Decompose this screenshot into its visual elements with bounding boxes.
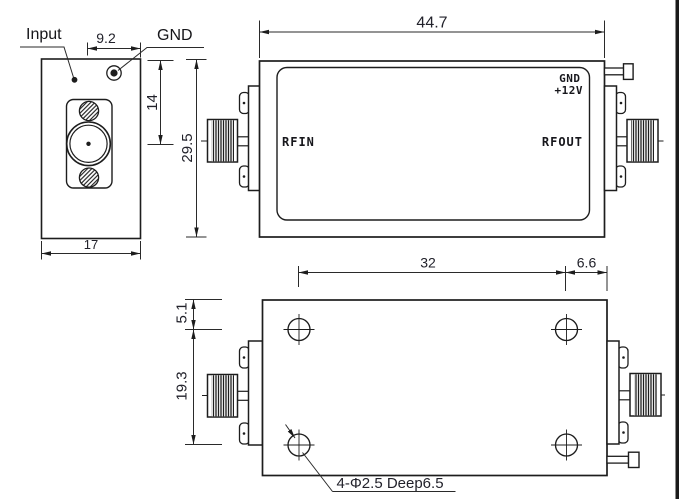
thread-hatch: [631, 120, 654, 162]
page-right-border: [675, 0, 679, 499]
connector-neck: [236, 136, 250, 147]
input-leader: [20, 46, 75, 80]
gnd-pin-hole: [106, 65, 122, 81]
pin-shaft: [606, 455, 630, 464]
mounting-hole: [283, 314, 315, 345]
sma-connector-left-bottom: [202, 340, 264, 446]
flange-screw-top: [78, 100, 100, 122]
front-view: 44.7 RFIN RFOUT GND +12V: [201, 15, 664, 238]
connector-neck: [236, 390, 250, 401]
connector-flange: [603, 85, 618, 192]
pin-cap: [627, 451, 640, 469]
pin-cap: [622, 63, 634, 81]
rfin-label: RFIN: [282, 135, 315, 149]
dim-body-length: 44.7: [259, 15, 605, 58]
sma-connector-right: [603, 85, 664, 192]
panel-12v-label: +12V: [555, 84, 584, 97]
dim-hole-span-x: 32 6.6: [298, 255, 608, 291]
thread-hatch: [634, 374, 657, 416]
bottom-view: 32 6.6 5.1 19.3: [174, 255, 665, 492]
hole-note-label: 4-Φ2.5 Deep6.5: [337, 475, 444, 492]
dim-side-width: 17: [41, 237, 141, 260]
dim-44-7-label: 44.7: [416, 15, 447, 32]
dim-5-1-label: 5.1: [174, 303, 191, 324]
rfout-label: RFOUT: [542, 135, 583, 149]
dim-17-label: 17: [84, 237, 98, 252]
feedthrough-pin-bottom: [606, 451, 640, 469]
input-leader-dot: [71, 76, 78, 83]
dim-connector-offset: 9.2: [87, 30, 141, 58]
mounting-hole: [551, 429, 582, 461]
front-lid-outline: [276, 66, 591, 221]
gnd-callout: GND: [117, 27, 204, 71]
mounting-hole: [283, 429, 315, 461]
bottom-body-outline: [261, 299, 608, 477]
mounting-hole: [551, 314, 582, 345]
connector-neck: [618, 390, 631, 401]
dim-14-label: 14: [144, 94, 161, 111]
connector-flange: [247, 85, 261, 192]
connector-flange: [606, 340, 620, 445]
flange-screw-bottom: [78, 167, 100, 188]
input-label: Input: [26, 26, 62, 43]
dim-9-2-label: 9.2: [96, 30, 116, 46]
thread-hatch: [211, 120, 234, 162]
dim-body-height: 29.5: [179, 59, 207, 238]
gnd-leader: [117, 47, 204, 71]
dim-6-6-label: 6.6: [577, 255, 597, 271]
sma-connector-face: [65, 121, 112, 167]
dim-gnd-to-center: 14: [144, 60, 174, 145]
gnd-label: GND: [157, 27, 193, 44]
dim-29-5-label: 29.5: [179, 133, 196, 162]
pin-shaft: [603, 67, 625, 76]
dim-hole-span-y: 5.1 19.3: [174, 299, 222, 445]
dim-19-3-label: 19.3: [174, 371, 191, 400]
mounting-holes: [283, 314, 582, 461]
hole-note-arrow: [285, 424, 296, 439]
connector-flange: [247, 340, 264, 446]
dim-32-label: 32: [420, 255, 436, 271]
side-view: 17: [40, 58, 142, 260]
center-pin: [86, 141, 91, 146]
thread-hatch: [211, 375, 234, 417]
sma-connector-right-bottom: [606, 340, 665, 445]
connector-neck: [615, 136, 629, 147]
sma-connector-left: [201, 85, 261, 192]
panel-gnd-label: GND: [559, 72, 580, 85]
hole-note-callout: 4-Φ2.5 Deep6.5: [285, 424, 456, 492]
input-callout: Input: [20, 26, 78, 83]
feedthrough-pin-top: [603, 63, 634, 81]
